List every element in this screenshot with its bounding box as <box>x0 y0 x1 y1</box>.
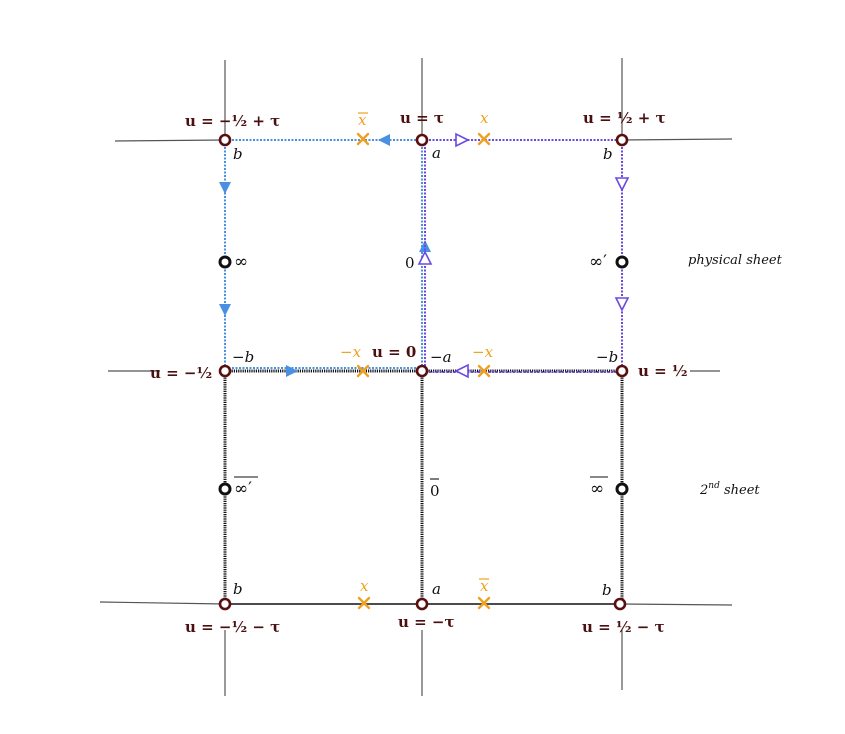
x-label-top-right: x <box>480 109 489 127</box>
edge-points <box>218 255 629 496</box>
purple-arrow-mid-up <box>417 250 433 265</box>
point-top-mid <box>415 133 429 147</box>
edge-label-mid-upper: 0 <box>405 254 415 272</box>
x-cross-bot-left <box>357 596 371 610</box>
x-crosses <box>356 132 491 610</box>
u-label-bot-left: u = −½ − τ <box>185 618 280 636</box>
blue-arrow-left-lower <box>219 304 231 316</box>
edge-label-right-lower: ∞ <box>590 479 604 499</box>
second-sheet-sup: nd <box>708 481 720 491</box>
x-cross-mid-right <box>477 364 491 378</box>
point-label-mid-mid: −a <box>430 348 452 366</box>
edge-label-mid-lower: 0 <box>430 482 440 500</box>
second-sheet-word: sheet <box>724 483 760 498</box>
point-label-mid-left: −b <box>232 348 254 366</box>
blue-arrow-mid-left <box>286 365 298 377</box>
x-cross-bot-right <box>477 596 491 610</box>
edge-overlines <box>234 476 608 480</box>
point-mid-left <box>218 364 232 378</box>
x-label-bot-right: x <box>480 577 489 595</box>
point-bot-right <box>613 597 627 611</box>
x-cross-top-left <box>356 132 370 146</box>
point-bot-mid <box>415 597 429 611</box>
edge-label-left-lower: ∞′ <box>234 479 252 499</box>
x-label-mid-left: −x <box>340 343 362 361</box>
point-label-bot-left: b <box>233 580 243 598</box>
point-label-bot-mid: a <box>432 580 441 598</box>
point-mid-right <box>615 364 629 378</box>
u-label-top-left: u = −½ + τ <box>185 112 280 130</box>
point-right-lower <box>615 482 629 496</box>
point-label-mid-right: −b <box>596 348 618 366</box>
x-label-mid-right: −x <box>472 343 494 361</box>
purple-arrow-mid-right <box>454 363 469 379</box>
u-label-top-mid: u = τ <box>400 109 444 127</box>
point-bot-left <box>218 597 232 611</box>
edge-label-right-upper: ∞′ <box>589 252 607 272</box>
x-cross-top-right <box>477 132 491 146</box>
blue-path <box>224 139 423 371</box>
blue-arrows <box>219 134 431 377</box>
second-sheet-number: 2 <box>699 483 708 498</box>
x-cross-mid-left <box>356 364 370 378</box>
blue-arrow-top <box>378 134 390 146</box>
edge-label-left-upper: ∞ <box>234 252 248 272</box>
x-label-top-left: x <box>358 111 367 129</box>
purple-arrow-right-lower <box>614 297 630 312</box>
purple-arrow-top <box>455 132 470 148</box>
point-left-upper <box>218 255 232 269</box>
u-label-mid-left: u = −½ <box>150 364 212 382</box>
u-label-mid-mid: u = 0 <box>372 343 416 361</box>
blue-arrow-left-upper <box>219 182 231 194</box>
point-label-top-right: b <box>603 145 613 163</box>
point-label-bot-right: b <box>602 581 612 599</box>
purple-arrow-right-upper <box>614 177 630 192</box>
point-left-lower <box>218 482 232 496</box>
point-top-right <box>615 133 629 147</box>
purple-arrows <box>417 132 630 379</box>
physical-sheet-label: physical sheet <box>688 253 783 268</box>
point-label-top-left: b <box>233 145 243 163</box>
point-top-left <box>218 133 232 147</box>
second-sheet-paths <box>223 369 624 604</box>
x-overlines <box>358 112 489 580</box>
x-label-bot-left: x <box>360 577 369 595</box>
u-label-bot-mid: u = −τ <box>398 613 455 631</box>
u-label-mid-right: u = ½ <box>638 362 688 380</box>
point-right-upper <box>615 255 629 269</box>
extension-lines <box>99 58 733 696</box>
point-mid-mid <box>415 364 429 378</box>
second-sheet-label: 2nd sheet <box>699 481 760 498</box>
grid-points <box>218 133 629 611</box>
u-label-top-right: u = ½ + τ <box>583 109 666 127</box>
point-label-top-mid: a <box>432 144 441 162</box>
u-label-bot-right: u = ½ − τ <box>582 618 665 636</box>
